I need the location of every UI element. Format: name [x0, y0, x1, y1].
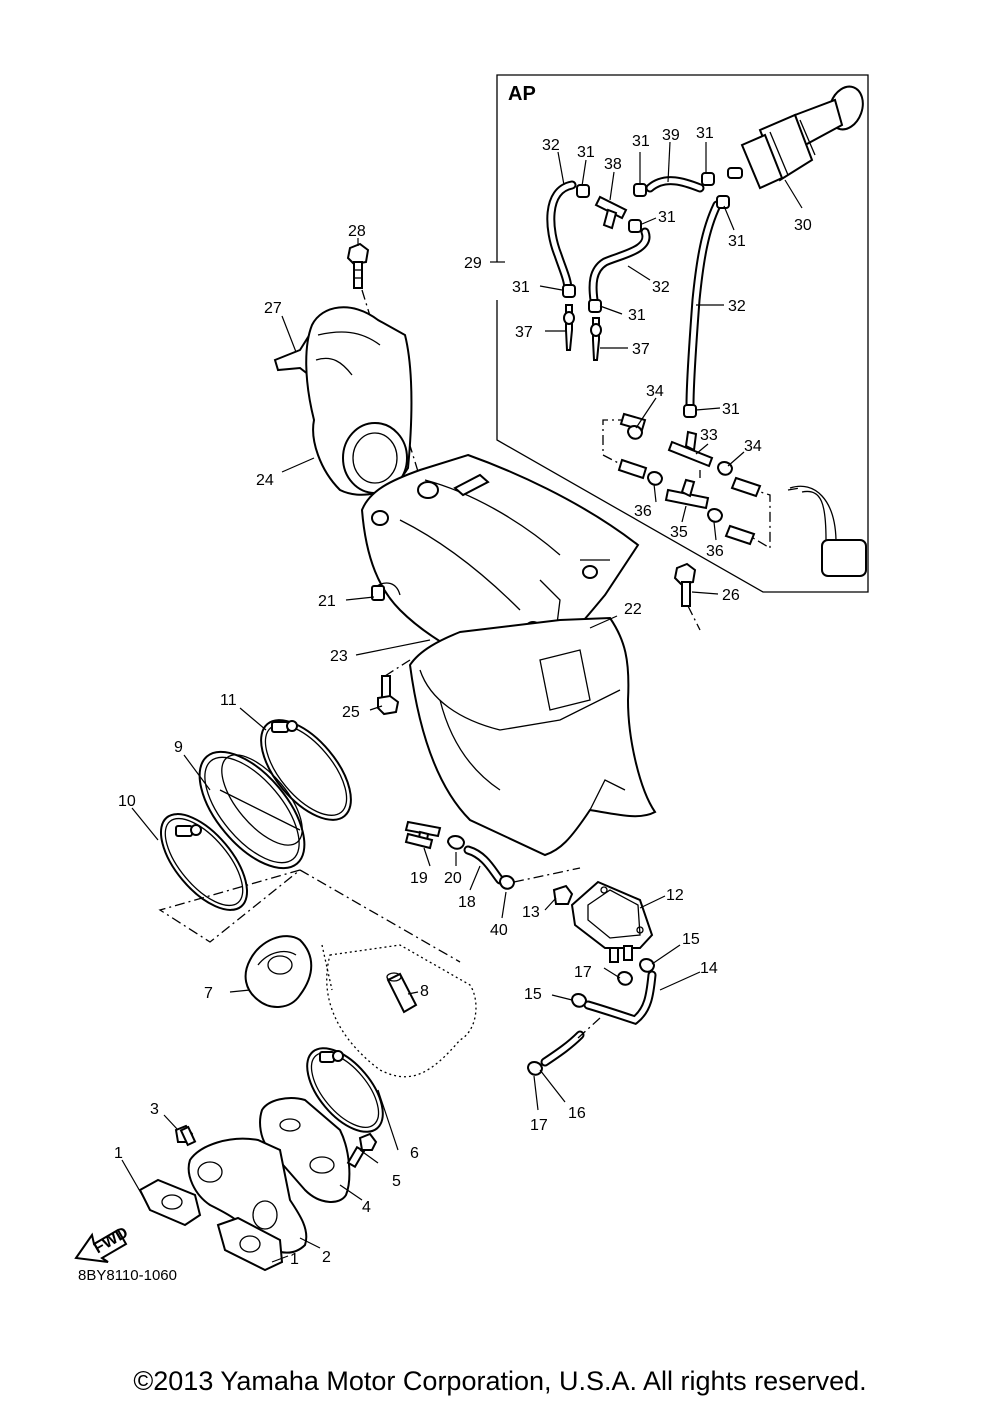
callout-31d: 31	[658, 209, 676, 226]
callout-39: 39	[662, 127, 680, 144]
air-box-case-22	[408, 616, 657, 857]
inset-fuel-cock	[727, 85, 864, 190]
callout-7: 7	[204, 985, 213, 1002]
callout-22: 22	[624, 601, 642, 618]
callout-15a: 15	[682, 931, 700, 948]
joint-9	[198, 750, 306, 870]
clamp-6	[306, 1047, 384, 1133]
manifold-2	[187, 1137, 308, 1254]
callout-1a: 1	[114, 1145, 123, 1162]
inset-hoses	[546, 176, 722, 410]
callout-36b: 36	[706, 543, 724, 560]
intake-boot-24	[305, 306, 413, 496]
bolt-25	[377, 659, 411, 716]
callout-9: 9	[174, 739, 183, 756]
callout-37b: 37	[632, 341, 650, 358]
ap-inset-frame: AP	[490, 74, 869, 593]
callout-11: 11	[220, 692, 237, 709]
callout-35: 35	[670, 524, 688, 541]
leader-lines	[121, 141, 803, 1263]
callout-28: 28	[348, 223, 366, 240]
callout-4: 4	[362, 1199, 371, 1216]
inset-drains-37	[563, 304, 602, 361]
callout-17a: 17	[574, 964, 592, 981]
callout-31a: 31	[577, 144, 595, 161]
callout-15b: 15	[524, 986, 542, 1003]
fuel-tees-19-20	[404, 820, 466, 850]
guide-lines	[158, 869, 461, 963]
callout-40: 40	[490, 922, 508, 939]
callout-2: 2	[322, 1249, 331, 1266]
callout-34b: 34	[744, 438, 762, 455]
callout-31g: 31	[628, 307, 646, 324]
gaskets-1	[138, 1178, 284, 1272]
callout-17b: 17	[530, 1117, 548, 1134]
callout-3: 3	[150, 1101, 159, 1118]
callout-32c: 32	[728, 298, 746, 315]
callout-32a: 32	[542, 137, 560, 154]
callout-31e: 31	[728, 233, 746, 250]
callout-21: 21	[318, 593, 336, 610]
bolt-5	[346, 1132, 378, 1169]
callout-25: 25	[342, 704, 360, 721]
diagram-code: 8BY8110-1060	[78, 1267, 177, 1284]
fwd-arrow: FWD	[74, 1224, 131, 1263]
inset-clamps-31	[562, 172, 730, 418]
callout-24: 24	[256, 472, 274, 489]
callout-27: 27	[264, 300, 282, 317]
callout-31c: 31	[696, 125, 714, 142]
callout-29: 29	[464, 255, 482, 272]
joint-7	[244, 935, 313, 1008]
clip-40	[498, 867, 581, 890]
bolt-26	[673, 562, 701, 631]
callout-31b: 31	[632, 133, 650, 150]
callout-8: 8	[420, 983, 429, 1000]
callout-31h: 31	[722, 401, 740, 418]
callout-37a: 37	[515, 324, 533, 341]
callout-26: 26	[722, 587, 740, 604]
fuel-pump-12	[570, 880, 654, 963]
pump-hoses-14-16	[540, 970, 657, 1067]
clamp-11	[260, 719, 352, 821]
callout-19: 19	[410, 870, 428, 887]
callout-10: 10	[118, 793, 136, 810]
callout-34a: 34	[646, 383, 664, 400]
inset-joint-38	[594, 195, 628, 230]
callout-32b: 32	[652, 279, 670, 296]
callout-12: 12	[666, 887, 684, 904]
clamp-10	[159, 813, 249, 911]
callout-16: 16	[568, 1105, 586, 1122]
callout-6: 6	[410, 1145, 419, 1162]
callout-31f: 31	[512, 279, 530, 296]
hose-18	[463, 845, 505, 885]
callout-5: 5	[392, 1173, 401, 1190]
screw-13	[552, 884, 574, 905]
callout-23: 23	[330, 648, 348, 665]
callout-18: 18	[458, 894, 476, 911]
plug-8	[386, 972, 418, 1014]
callout-13: 13	[522, 904, 540, 921]
callout-33: 33	[700, 427, 718, 444]
copyright-notice: ©2013 Yamaha Motor Corporation, U.S.A. A…	[133, 1366, 867, 1396]
pump-clips-15-17	[526, 958, 656, 1076]
callout-labels: 28 27 24 21 23 22 25 26 11 9 10 7 8 6 5 …	[78, 125, 812, 1284]
callout-36a: 36	[634, 503, 652, 520]
callout-1b: 1	[290, 1251, 299, 1268]
ap-inset-label: AP	[508, 83, 536, 105]
callout-20: 20	[444, 870, 462, 887]
bolt-3	[174, 1124, 197, 1147]
callout-38: 38	[604, 156, 622, 173]
cylinder-outline-ghost	[321, 944, 477, 1078]
callout-14: 14	[700, 960, 718, 977]
callout-30: 30	[794, 217, 812, 234]
seal-21	[371, 582, 401, 601]
inset-tee-section	[602, 412, 867, 577]
